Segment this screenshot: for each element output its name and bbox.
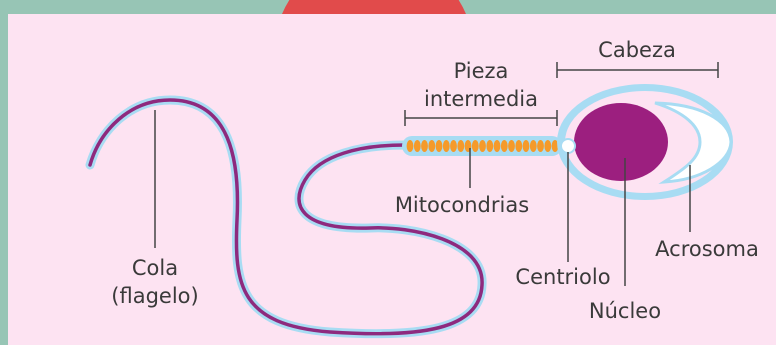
acrosome-shape (654, 101, 733, 184)
label-cola-line2: (flagelo) (111, 284, 198, 308)
mitochondrion (428, 140, 436, 152)
mitochondrion (544, 140, 552, 152)
mitochondrion (413, 140, 421, 152)
nucleus-shape (574, 103, 668, 181)
midpiece-bracket (404, 110, 558, 126)
mitochondrion (500, 140, 508, 152)
flagellum (85, 95, 487, 339)
mitochondrion (508, 140, 515, 152)
mitochondrion (442, 140, 450, 152)
flagellum-core (88, 98, 484, 336)
label-pieza-line1: Pieza (454, 59, 509, 83)
label-cola-line1: Cola (132, 256, 178, 280)
mitochondrion (522, 140, 530, 152)
label-acrosoma: Acrosoma (655, 237, 759, 261)
mitochondrion (529, 140, 537, 152)
head-bracket (556, 62, 719, 78)
label-cabeza: Cabeza (598, 38, 676, 62)
label-mitocondrias: Mitocondrias (395, 193, 529, 217)
mitochondrion (450, 140, 457, 152)
mitochondrion (479, 140, 486, 152)
mitochondrion (421, 140, 428, 152)
label-nucleo: Núcleo (589, 299, 661, 323)
mitochondrion (515, 140, 523, 152)
centriole-shape (560, 138, 576, 154)
mitochondrion (551, 140, 559, 152)
mitochondrion (471, 140, 479, 152)
mitochondrion (537, 140, 544, 152)
mitochondria-chain (406, 140, 559, 152)
label-centriolo: Centriolo (515, 265, 610, 289)
mitochondrion (493, 140, 501, 152)
top-circle-decoration (282, 0, 466, 14)
mitochondrion (486, 140, 494, 152)
mitochondrion (457, 140, 465, 152)
mitochondrion (406, 140, 414, 152)
leader-lines (154, 110, 691, 286)
mitochondrion (435, 140, 443, 152)
sperm-head (557, 84, 733, 200)
label-pieza-line2: intermedia (424, 87, 538, 111)
midpiece (402, 136, 562, 156)
